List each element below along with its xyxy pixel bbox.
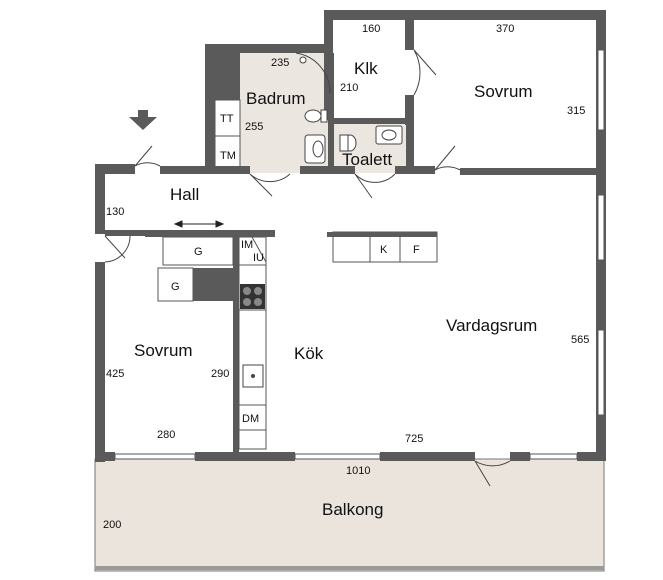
dimension-label: 725	[405, 433, 423, 445]
dimension-label: 565	[571, 334, 589, 346]
fixture-g-left: G	[171, 281, 180, 293]
fixture-g-top: G	[194, 246, 203, 258]
room-label-balkong: Balkong	[322, 500, 383, 519]
dimension-label: 160	[362, 23, 380, 35]
wardrobe-top	[162, 236, 234, 266]
window	[597, 49, 605, 131]
fixture-iu: IU	[253, 252, 264, 264]
wardrobe-left	[157, 267, 194, 302]
window	[597, 194, 605, 261]
dimension-label: 235	[271, 57, 289, 69]
fixture-tt: TT	[220, 113, 234, 125]
fixture-dm: DM	[242, 413, 259, 425]
dimension-label: 425	[106, 368, 124, 380]
dimension-label: 255	[245, 121, 263, 133]
fixture-im: IM	[241, 239, 253, 251]
dimension-label: 370	[496, 23, 514, 35]
room-label-vardagsrum: Vardagsrum	[446, 316, 537, 335]
room-label-hall: Hall	[170, 185, 199, 204]
room-label-toalett: Toalett	[342, 150, 392, 169]
dimension-label: 315	[567, 105, 585, 117]
dimension-label: 200	[103, 519, 121, 531]
room-label-sovrum-top: Sovrum	[474, 82, 533, 101]
room-label-kok: Kök	[294, 344, 324, 363]
fixture-tm: TM	[220, 150, 236, 162]
entrance-arrow-icon	[129, 110, 157, 130]
bathroom-fixtures	[304, 109, 403, 164]
double-arrow-icon	[173, 220, 225, 228]
window	[294, 453, 381, 460]
room-label-sovrum-left: Sovrum	[134, 341, 193, 360]
dimension-label: 280	[157, 429, 175, 441]
fixture-k: K	[380, 244, 388, 256]
dimension-label: 210	[340, 82, 358, 94]
room-label-badrum: Badrum	[246, 89, 306, 108]
balcony-rail	[95, 566, 604, 570]
window	[597, 329, 605, 416]
window	[529, 453, 578, 460]
window	[114, 453, 196, 460]
balcony-floor	[94, 458, 605, 572]
door	[104, 49, 511, 487]
room-label-klk: Klk	[354, 59, 378, 78]
kitchen-counter	[238, 236, 267, 450]
stove-icon	[240, 284, 265, 309]
dimension-label: 1010	[346, 465, 370, 477]
dimension-label: 130	[106, 206, 124, 218]
fixture-f: F	[413, 244, 420, 256]
dimension-label: 290	[211, 368, 229, 380]
